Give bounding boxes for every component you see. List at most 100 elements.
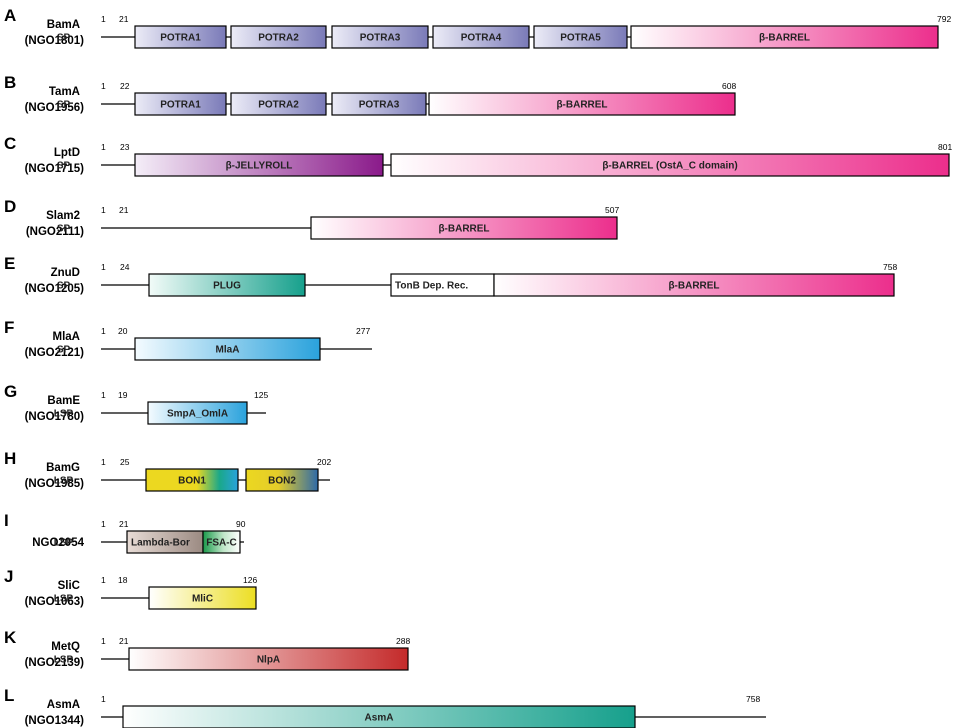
domain-label: SP xyxy=(57,281,71,292)
protein-length: 608 xyxy=(722,81,736,91)
domain-potra xyxy=(134,25,227,49)
protein-locus: (NGO1780) xyxy=(25,411,85,423)
panel-letter: E xyxy=(4,254,15,273)
domain-label: SP xyxy=(57,33,71,44)
signal-peptide-end-residue: 21 xyxy=(119,519,129,529)
protein-locus: (NGO2121) xyxy=(25,347,85,359)
domain-mlic xyxy=(148,586,257,610)
signal-peptide-end-residue: 24 xyxy=(120,262,130,272)
protein-length: 792 xyxy=(937,14,951,24)
protein-length: 126 xyxy=(243,575,257,585)
domain-potra xyxy=(533,25,628,49)
protein-length: 801 xyxy=(938,142,952,152)
domain-label: LSP xyxy=(54,538,74,549)
panel-letter: F xyxy=(4,318,14,337)
domain-label: LSP xyxy=(54,409,74,420)
domain-label: AsmA xyxy=(365,713,394,724)
protein-locus: (NGO1956) xyxy=(25,102,85,114)
domain-potra xyxy=(230,25,327,49)
domain-nlpa xyxy=(128,647,409,671)
protein-name: BamE xyxy=(47,395,80,407)
signal-peptide-end-residue: 22 xyxy=(120,81,130,91)
protein-locus: (NGO1063) xyxy=(25,596,85,608)
start-residue: 1 xyxy=(101,457,106,467)
panel-letter: H xyxy=(4,449,16,468)
domain-label: NlpA xyxy=(257,655,280,666)
domain-label: SP xyxy=(57,100,71,111)
signal-peptide-end-residue: 18 xyxy=(118,575,128,585)
domain-label: POTRA2 xyxy=(258,100,299,111)
domain-potra xyxy=(331,92,427,116)
start-residue: 1 xyxy=(101,81,106,91)
domain-label: MlaA xyxy=(216,345,240,356)
domain-plug xyxy=(148,273,306,297)
domain-potra xyxy=(134,92,227,116)
protein-name: LptD xyxy=(54,147,80,159)
protein-locus: (NGO2111) xyxy=(26,226,84,238)
protein-length: 288 xyxy=(396,636,410,646)
protein-length: 758 xyxy=(746,694,760,704)
protein-length: 507 xyxy=(605,205,619,215)
domain-barrel xyxy=(630,25,939,49)
panel-letter: L xyxy=(4,686,14,705)
domain-label: POTRA1 xyxy=(160,100,201,111)
domain-bon1 xyxy=(145,468,239,492)
domain-label: POTRA3 xyxy=(359,100,400,111)
domain-label: POTRA2 xyxy=(258,33,299,44)
domain-label: SP xyxy=(57,224,71,235)
protein-name: MlaA xyxy=(53,331,80,343)
domain-fsa xyxy=(202,530,241,554)
protein-length: 125 xyxy=(254,390,268,400)
panel-letter: C xyxy=(4,134,16,153)
domain-label: LSP xyxy=(54,594,74,605)
domain-label: POTRA3 xyxy=(360,33,401,44)
protein-locus: (NGO1715) xyxy=(25,163,85,175)
domain-potra xyxy=(432,25,530,49)
domain-label: PLUG xyxy=(213,281,241,292)
signal-peptide-end-residue: 21 xyxy=(119,205,129,215)
domain-potra xyxy=(331,25,429,49)
protein-name: MetQ xyxy=(51,641,80,653)
domain-barrel xyxy=(493,273,895,297)
domain-label: SP xyxy=(57,161,71,172)
domain-potra xyxy=(230,92,327,116)
panel-letter: D xyxy=(4,197,16,216)
domain-label: TonB Dep. Rec. xyxy=(395,281,468,292)
panel-letter: J xyxy=(4,567,13,586)
start-residue: 1 xyxy=(101,519,106,529)
domain-bon2 xyxy=(245,468,319,492)
start-residue: 1 xyxy=(101,636,106,646)
protein-name: AsmA xyxy=(47,699,80,711)
domain-label: BON2 xyxy=(268,476,296,487)
signal-peptide-end-residue: 25 xyxy=(120,457,130,467)
start-residue: 1 xyxy=(101,575,106,585)
start-residue: 1 xyxy=(101,205,106,215)
protein-length: 277 xyxy=(356,326,370,336)
protein-locus: (NGO1985) xyxy=(25,478,85,490)
domain-label: POTRA4 xyxy=(461,33,502,44)
protein-name: ZnuD xyxy=(51,267,80,279)
domain-label: SmpA_OmlA xyxy=(167,409,228,420)
domain-label: β-BARREL (OstA_C domain) xyxy=(602,161,737,172)
signal-peptide-end-residue: 20 xyxy=(118,326,128,336)
panel-letter: B xyxy=(4,73,16,92)
domain-mlaa xyxy=(134,337,321,361)
domain-label: LSP xyxy=(54,476,74,487)
domain-label: β-BARREL xyxy=(668,281,719,292)
domain-label: POTRA1 xyxy=(160,33,201,44)
signal-peptide-end-residue: 23 xyxy=(120,142,130,152)
protein-length: 90 xyxy=(236,519,246,529)
protein-name: SliC xyxy=(58,580,80,592)
panel-letter: I xyxy=(4,511,9,530)
protein-length: 202 xyxy=(317,457,331,467)
domain-label: Lambda-Bor xyxy=(131,538,190,549)
start-residue: 1 xyxy=(101,390,106,400)
domain-label: BON1 xyxy=(178,476,206,487)
domain-label: MliC xyxy=(192,594,213,605)
